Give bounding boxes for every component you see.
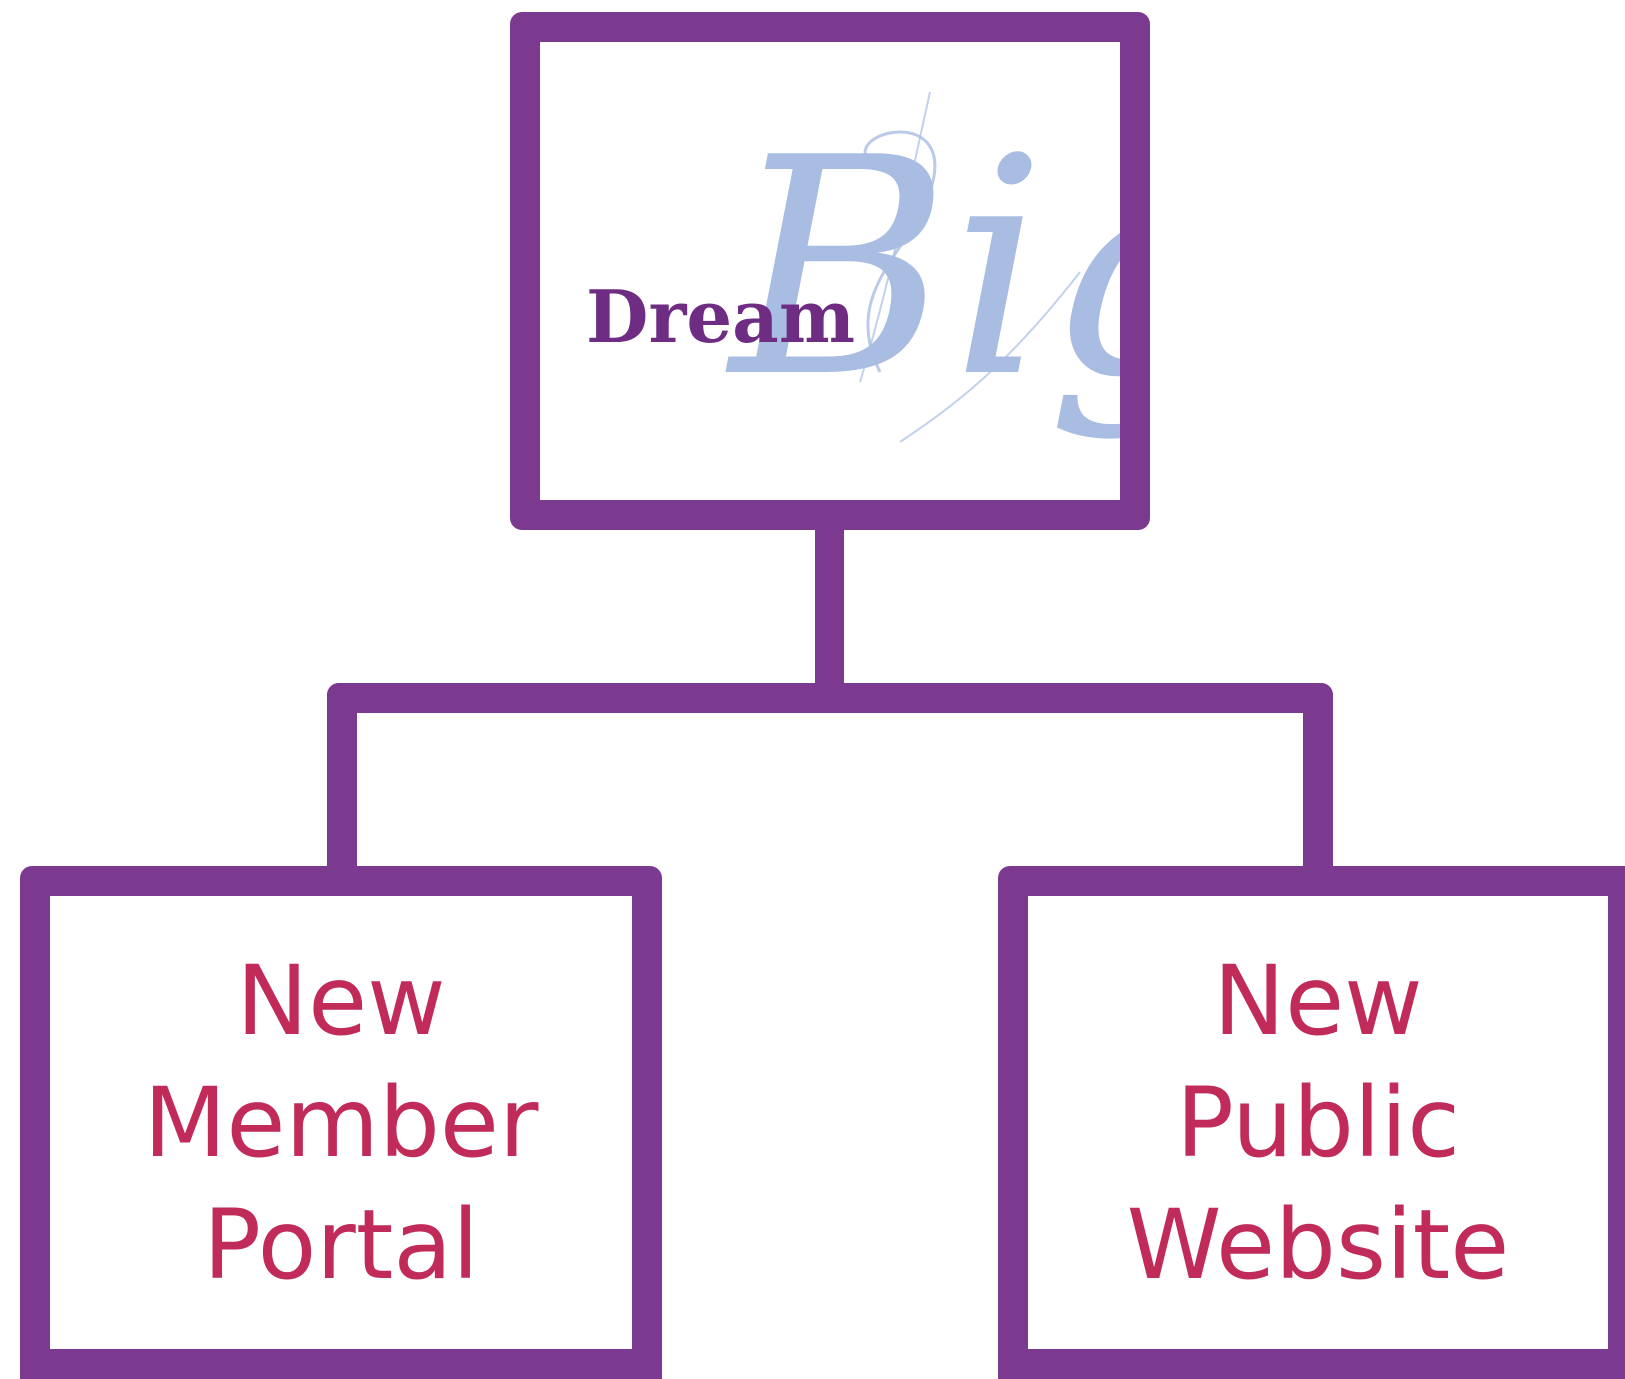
label-line: Public: [1175, 1066, 1461, 1179]
label-line: Member: [143, 1066, 539, 1179]
logo-primary-word: Dream: [586, 274, 855, 359]
dream-big-logo: Big Dream: [586, 91, 1120, 443]
label-line: Portal: [203, 1188, 479, 1301]
label-line: New: [1213, 944, 1423, 1057]
root-node-dream-big: Big Dream: [510, 12, 1150, 530]
connector-root-down: [815, 528, 844, 684]
child-node-member-portal: New Member Portal: [20, 866, 662, 1379]
public-website-label: New Public Website: [1028, 940, 1608, 1306]
member-portal-label: New Member Portal: [50, 940, 632, 1306]
connector-branch: [327, 683, 1333, 883]
child-node-public-website: New Public Website: [998, 866, 1625, 1379]
label-line: Website: [1126, 1188, 1510, 1301]
label-line: New: [236, 944, 446, 1057]
logo-script-word: Big: [725, 94, 1120, 443]
